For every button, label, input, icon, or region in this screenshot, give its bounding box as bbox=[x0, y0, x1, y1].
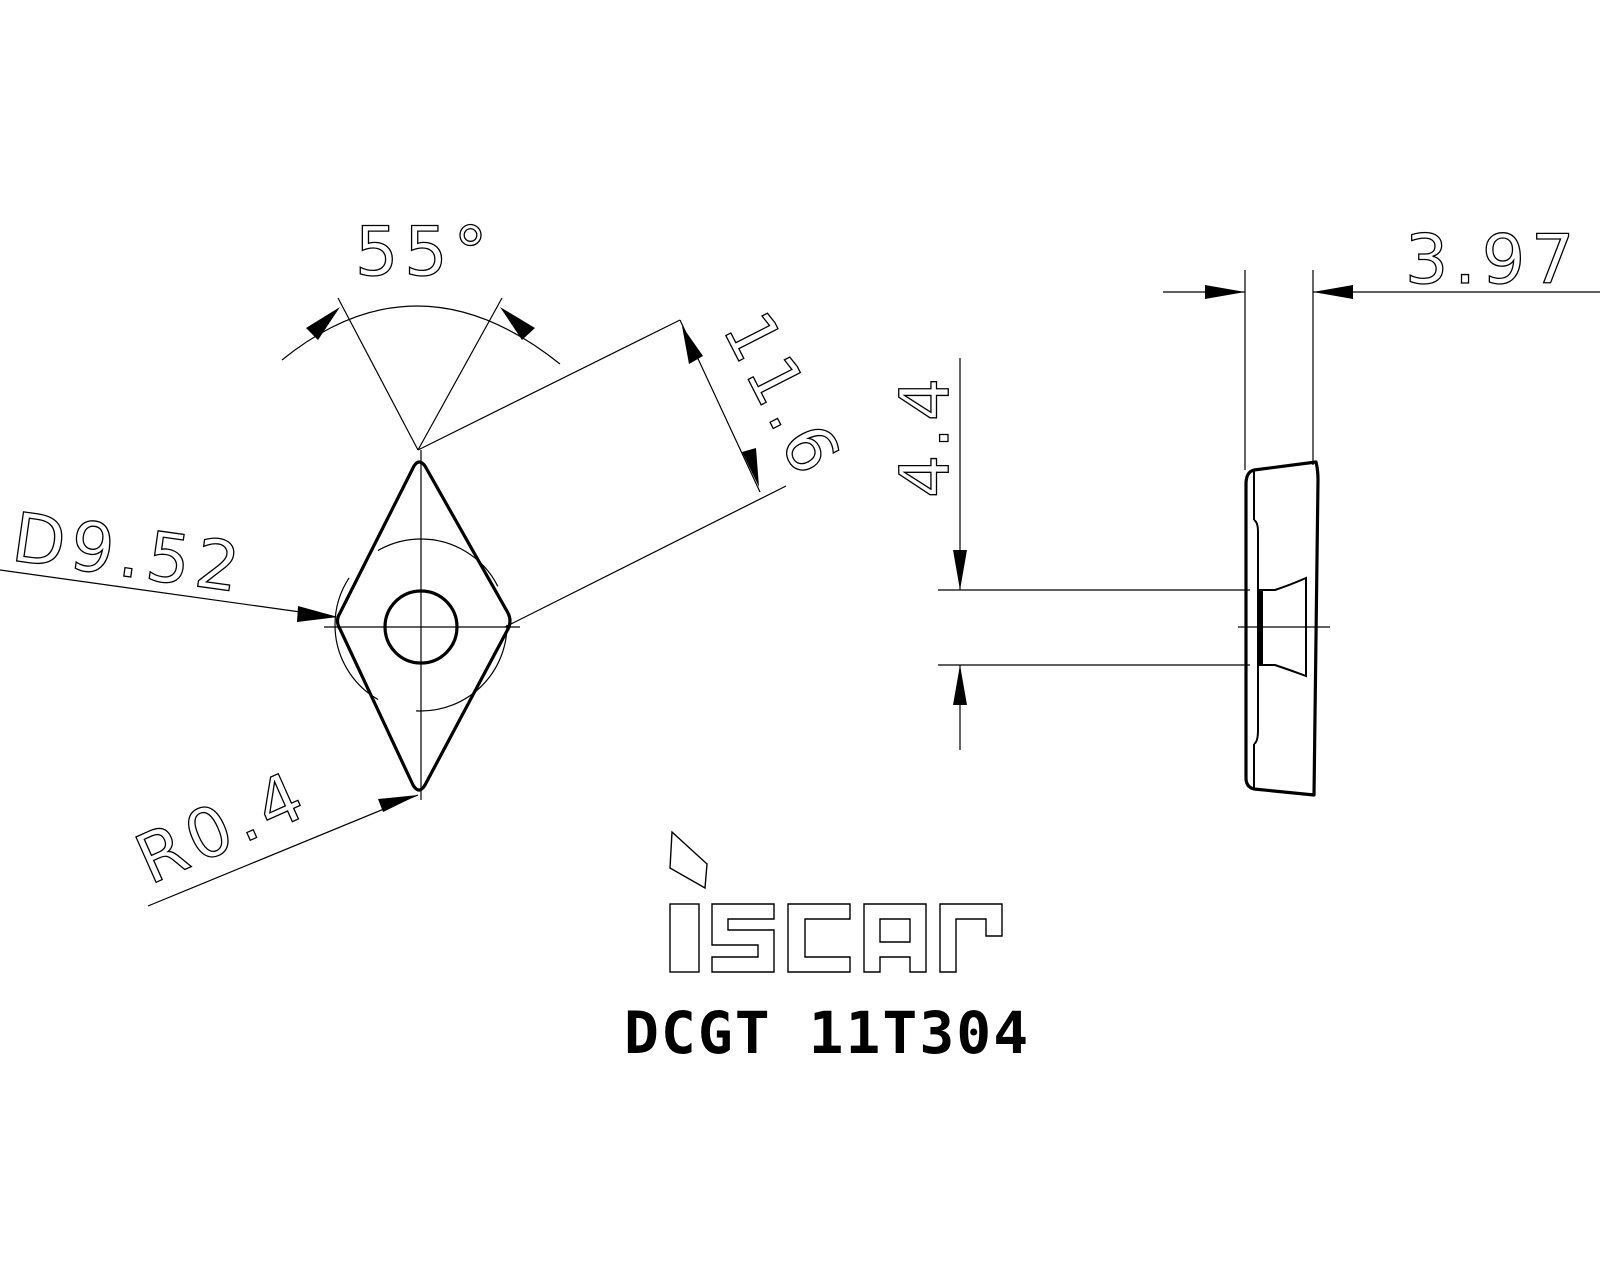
insert-side-profile bbox=[1244, 460, 1320, 797]
angle-label: 55° bbox=[355, 213, 494, 292]
hole-arrow-top bbox=[953, 550, 967, 590]
logo-letter-a bbox=[863, 903, 927, 973]
logo-letter-r bbox=[939, 903, 1003, 973]
diameter-arrow bbox=[297, 606, 338, 622]
thickness-arrow-right bbox=[1313, 285, 1353, 299]
radius-arrow bbox=[378, 795, 418, 812]
diameter-leader bbox=[0, 569, 337, 618]
insert-designation: DCGT 11T304 bbox=[624, 999, 1030, 1067]
hole-label: 4.4 bbox=[886, 372, 965, 498]
edge-extension-bottom bbox=[504, 485, 787, 628]
edge-arrow-top bbox=[682, 326, 703, 364]
logo-letter-i bbox=[669, 903, 700, 973]
corner-radius-label: R0.4 bbox=[125, 755, 321, 900]
hole-arrow-bottom bbox=[953, 665, 967, 705]
edge-extension-top bbox=[417, 319, 681, 451]
angle-arc bbox=[281, 305, 561, 365]
inscribed-circle-label: D9.52 bbox=[8, 499, 251, 610]
angle-arrow-left bbox=[306, 307, 340, 340]
side-view bbox=[938, 270, 1600, 797]
logo-diamond-dot bbox=[669, 830, 708, 890]
side-inner-edge bbox=[1253, 519, 1259, 745]
angle-extension-left bbox=[337, 297, 419, 451]
brand-logo bbox=[669, 830, 1003, 973]
insert-outline bbox=[335, 460, 512, 792]
radius-leader bbox=[147, 794, 419, 907]
angle-arrow-right bbox=[500, 307, 535, 340]
edge-length-label: 11.6 bbox=[707, 300, 857, 492]
angle-extension-right bbox=[417, 297, 503, 451]
logo-letter-s bbox=[711, 903, 775, 973]
edge-arrow-bottom bbox=[742, 448, 759, 487]
thickness-arrow-left bbox=[1205, 285, 1245, 299]
mounting-hole bbox=[383, 589, 459, 665]
countersink-profile bbox=[1259, 576, 1307, 678]
top-view bbox=[0, 297, 787, 907]
logo-letter-c bbox=[787, 903, 851, 973]
thickness-label: 3.97 bbox=[1405, 221, 1580, 300]
